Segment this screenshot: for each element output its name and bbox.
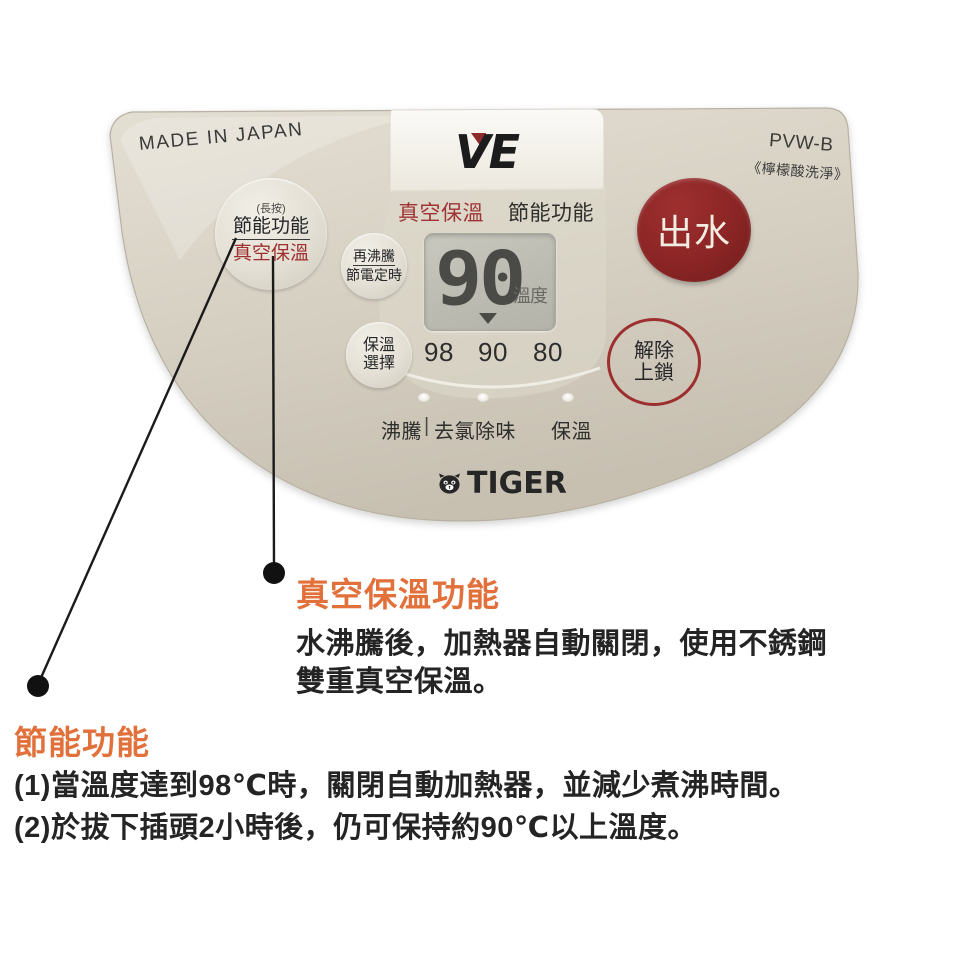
dispense-water-button[interactable]: 出水 (637, 178, 751, 282)
temp-scale-tick: 80 (533, 337, 563, 367)
unlock-line-a: 解除 (634, 340, 674, 362)
unlock-line-b: 上鎖 (634, 362, 674, 384)
display-indicator-vacuum-label: 真空保溫 (398, 202, 484, 225)
eco-vacuum-line-b: 真空保溫 (232, 243, 309, 264)
status-led-indicator (477, 393, 489, 402)
reboil-line-a: 再沸騰 (353, 248, 395, 266)
model-code-label: PVW-B (768, 130, 835, 156)
callout-body-line: 水沸騰後，加熱器自動關閉，使用不銹鋼 (296, 628, 828, 660)
mode-label-keepwarm: 保溫 (551, 421, 592, 443)
unlock-button[interactable]: 解除 上鎖 (607, 318, 701, 406)
down-triangle-icon (479, 313, 497, 324)
tiger-head-icon (437, 472, 462, 495)
eco-vacuum-line-a: 節能功能 (231, 216, 310, 240)
callout-dot-eco (27, 675, 49, 697)
product-control-panel: MADE IN JAPAN PVW-B 《檸檬酸洗淨》 VE 真空保溫 節能功能… (109, 107, 859, 522)
keepwarm-select-button[interactable]: 保溫 選擇 (346, 322, 412, 388)
brand-logo: TIGER (437, 466, 567, 501)
status-led-indicator (418, 393, 430, 402)
mode-label-dechlorinate: 去氯除味 (434, 421, 516, 443)
display-indicator-eco-label: 節能功能 (508, 202, 594, 225)
panel-content-layer: MADE IN JAPAN PVW-B 《檸檬酸洗淨》 VE 真空保溫 節能功能… (138, 119, 850, 501)
lcd-unit-label: 溫度 (513, 286, 548, 306)
eco-vacuum-hint-label: (長按) (256, 203, 286, 215)
lcd-display: 90 溫度 (424, 233, 556, 331)
eco-vacuum-button[interactable]: (長按) 節能功能 真空保溫 (215, 178, 327, 290)
reboil-line-b: 節電定時 (346, 267, 402, 283)
dispense-water-label: 出水 (656, 212, 731, 253)
lcd-temperature-value: 90 (435, 236, 526, 322)
reboil-timer-button[interactable]: 再沸騰 節電定時 (341, 233, 407, 299)
callout-body-line: 雙重真空保溫。 (296, 666, 503, 698)
keepwarm-line-a: 保溫 (362, 337, 395, 354)
ve-logo-text: VE (455, 125, 520, 179)
callout-dot-vacuum (263, 562, 285, 584)
model-sub-label: 《檸檬酸洗淨》 (746, 158, 850, 183)
mode-label-separator: | (424, 415, 430, 437)
brand-name: TIGER (467, 466, 567, 501)
status-led-indicator (562, 393, 574, 402)
callout-heading-eco: 節能功能 (14, 724, 150, 761)
callout-heading-vacuum: 真空保溫功能 (296, 576, 500, 613)
made-in-japan-label: MADE IN JAPAN (138, 119, 305, 155)
callout-body-line: (2)於拔下插頭2小時後，仍可保持約90℃以上溫度。 (14, 812, 697, 844)
temp-scale-tick: 98 (424, 337, 454, 367)
callout-body-line: (1)當溫度達到98℃時，關閉自動加熱器，並減少煮沸時間。 (14, 770, 799, 802)
mode-label-boil: 沸騰 (381, 421, 422, 443)
ve-accent-triangle-icon (471, 133, 486, 151)
temp-scale-tick: 90 (478, 337, 508, 367)
keepwarm-line-b: 選擇 (362, 355, 395, 372)
ve-logo: VE (455, 125, 545, 181)
